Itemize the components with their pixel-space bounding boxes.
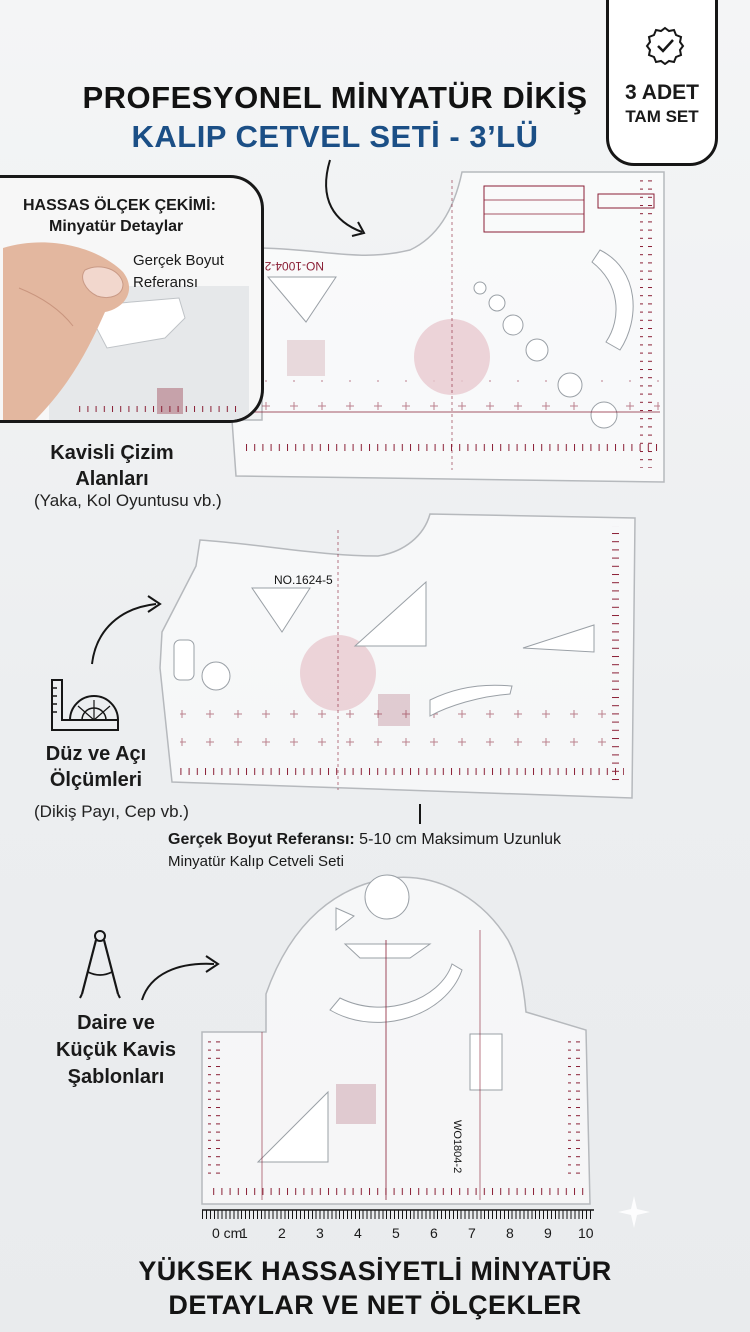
cm-tick-9: 9 xyxy=(544,1225,552,1241)
feature-circle-line2: Küçük Kavis xyxy=(55,1039,177,1061)
ruler-top: NO-1004-2 xyxy=(231,171,665,483)
feature-straight-line2: Ölçümleri xyxy=(49,769,143,791)
cm-tick-5: 5 xyxy=(392,1225,400,1241)
feature-circle-line1: Daire ve xyxy=(77,1012,155,1034)
ruler-protractor-icon xyxy=(51,679,119,731)
cm-tick-4: 4 xyxy=(354,1225,362,1241)
inset-heading-line2: Minyatür Detaylar xyxy=(49,218,184,235)
cm-tick-10: 10 xyxy=(578,1225,594,1241)
cm-tick-1: 1 xyxy=(240,1225,248,1241)
badge-label: TAM SET xyxy=(625,107,699,126)
inset-ref-line1: Gerçek Boyut xyxy=(133,252,224,269)
page-title-line1: PROFESYONEL MİNYATÜR DİKİŞ xyxy=(82,80,588,115)
check-seal-icon xyxy=(645,26,685,65)
inset-closeup: HASSAS ÖLÇEK ÇEKİMİ: Minyatür Detaylar G… xyxy=(0,175,264,423)
feature-circle-line3: Şablonları xyxy=(67,1066,165,1088)
inset-heading-line1: HASSAS ÖLÇEK ÇEKİMİ: xyxy=(23,197,216,214)
size-reference-line2: Minyatür Kalıp Cetveli Seti xyxy=(168,853,344,870)
ruler-top-code: NO-1004-2 xyxy=(264,259,324,273)
compass-icon xyxy=(79,930,121,999)
feature-straight-line1: Düz ve Açı xyxy=(45,743,147,765)
feature-curved-line2: Alanları xyxy=(75,468,149,490)
badge-count: 3 ADET xyxy=(625,81,699,104)
size-reference-caption: Gerçek Boyut Referansı: 5-10 cm Maksimum… xyxy=(168,831,561,849)
size-reference-text: 5-10 cm Maksimum Uzunluk xyxy=(354,831,562,848)
cm-tick-labels: 1 2 3 4 5 6 7 8 9 10 xyxy=(226,1225,616,1243)
ruler-bottom: WO1804-2 xyxy=(201,874,591,1205)
inset-ref-line2: Referansı xyxy=(133,274,199,291)
feature-straight-sub: (Dikiş Payı, Cep vb.) xyxy=(34,802,189,821)
ruler-middle: NO.1624-5 xyxy=(159,513,636,799)
page-title-line2: KALIP CETVEL SETİ - 3’LÜ xyxy=(131,119,539,154)
feature-curved-sub: (Yaka, Kol Oyuntusu vb.) xyxy=(34,491,222,510)
bottom-headline-line1: YÜKSEK HASSASİYETLİ MİNYATÜR xyxy=(138,1256,612,1286)
ruler-middle-code: NO.1624-5 xyxy=(274,573,333,587)
sparkle-icon xyxy=(618,1196,650,1228)
cm-scale-ticks xyxy=(202,1210,594,1224)
cm-tick-3: 3 xyxy=(316,1225,324,1241)
bottom-headline-line2: DETAYLAR VE NET ÖLÇEKLER xyxy=(168,1290,582,1320)
cm-tick-2: 2 xyxy=(278,1225,286,1241)
hand-holding-ruler-illustration xyxy=(3,242,249,420)
set-badge: 3 ADET TAM SET xyxy=(606,0,718,166)
cm-tick-8: 8 xyxy=(506,1225,514,1241)
cm-tick-6: 6 xyxy=(430,1225,438,1241)
cm-unit-label: 0 cm xyxy=(212,1225,243,1241)
feature-curved-title: Kavisli Çizim Alanları xyxy=(14,440,210,492)
feature-circle-title: Daire ve Küçük Kavis Şablonları xyxy=(36,1010,196,1091)
arrow-curved xyxy=(325,159,363,233)
feature-straight-title: Düz ve Açı Ölçümleri xyxy=(14,741,178,793)
ruler-bottom-code: WO1804-2 xyxy=(451,1120,463,1173)
size-reference-bold: Gerçek Boyut Referansı: xyxy=(168,831,355,848)
cm-tick-7: 7 xyxy=(468,1225,476,1241)
feature-curved-line1: Kavisli Çizim xyxy=(50,442,174,464)
